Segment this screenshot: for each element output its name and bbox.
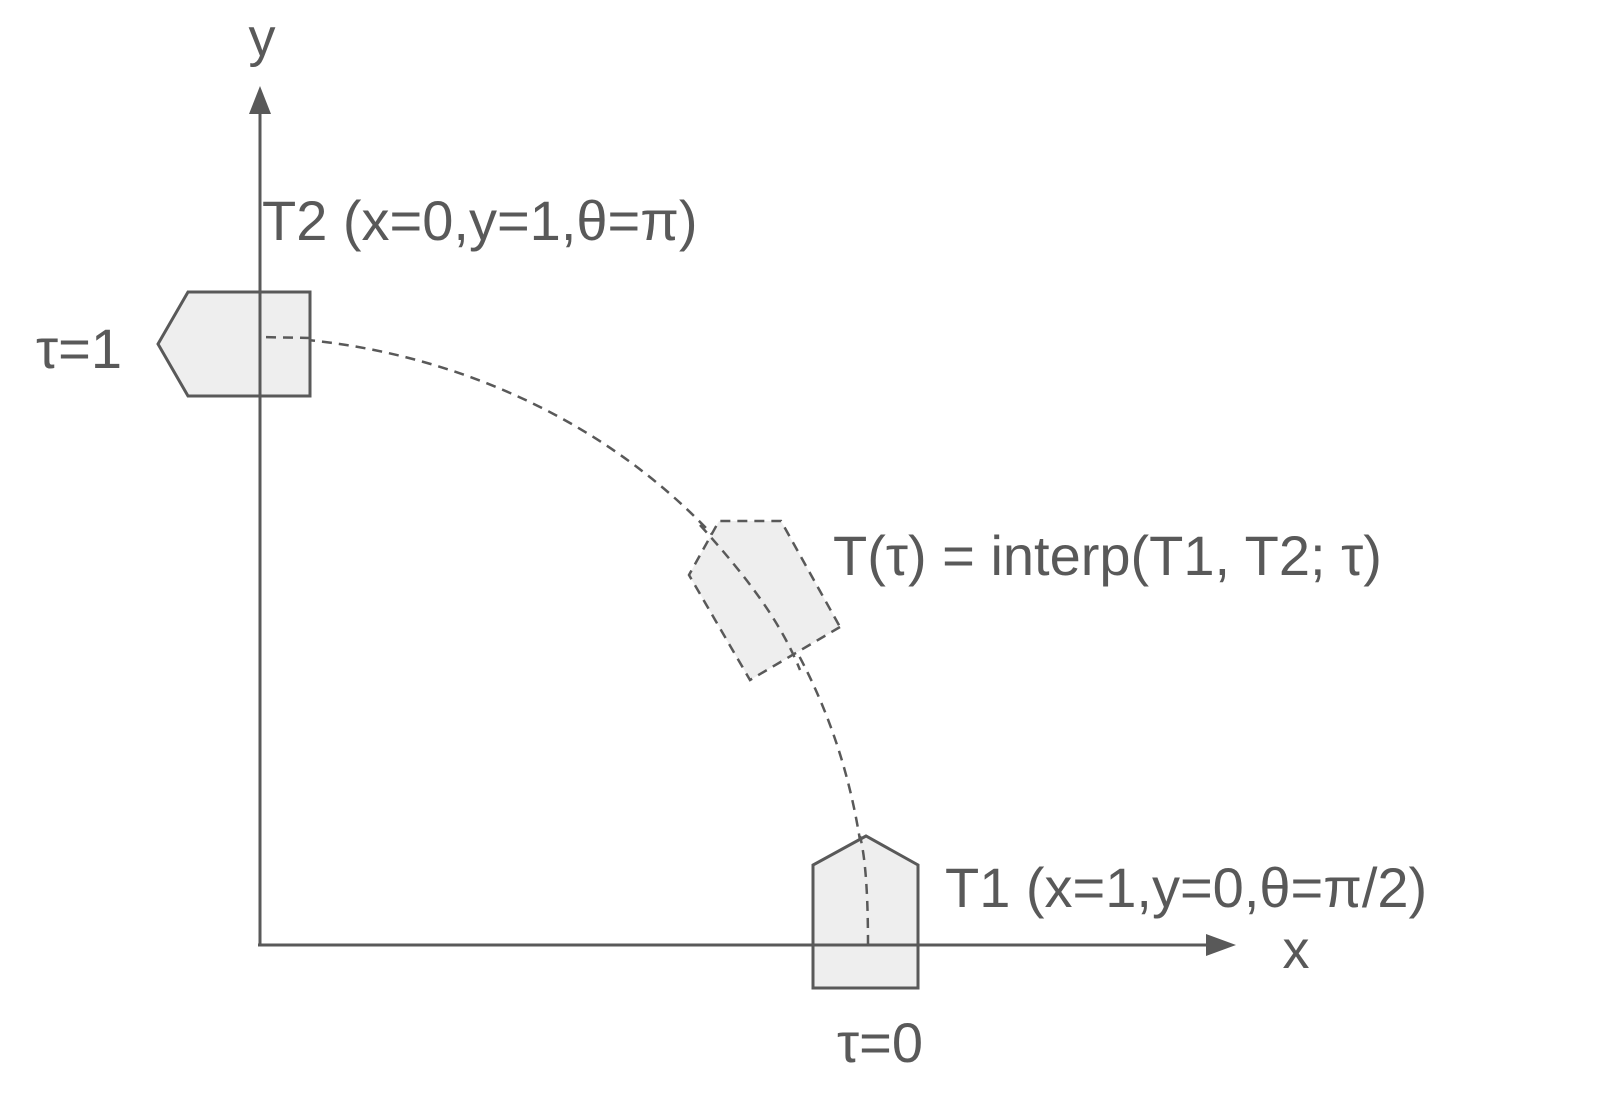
pose-t2-time-label: τ=1 (36, 317, 122, 380)
y-axis-arrow (249, 86, 271, 114)
x-axis-arrow (1206, 934, 1236, 956)
pose-t1-label: T1 (x=1,y=0,θ=π/2) (945, 856, 1427, 919)
x-axis-label: x (1283, 920, 1310, 980)
interpolation-path-overlay (259, 335, 311, 340)
pose-t1-time-label: τ=0 (837, 1011, 923, 1074)
interpolation-path-overlay-mid (699, 524, 802, 671)
pose-t2-label: T2 (x=0,y=1,θ=π) (262, 189, 698, 252)
pose-intermediate-shape (687, 519, 842, 682)
pose-t1-shape (811, 834, 920, 990)
interpolation-path (259, 335, 870, 946)
y-axis-label: y (249, 8, 276, 68)
pose-intermediate-label: T(τ) = interp(T1, T2; τ) (833, 524, 1382, 587)
pose-t2-shape (156, 290, 312, 398)
